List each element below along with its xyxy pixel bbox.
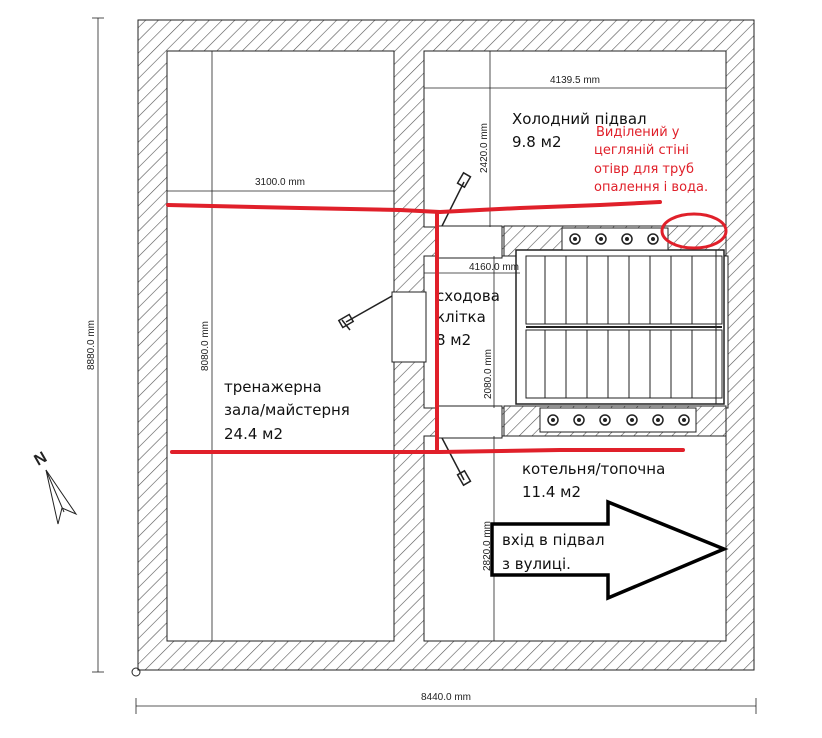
dim-gym-width: 3100.0 mm (255, 177, 305, 188)
room-label-cold-cellar: Холодний підвал (512, 110, 647, 128)
room-area-stairwell: 8 м2 (436, 331, 471, 349)
room-area-gym: 24.4 м2 (224, 425, 283, 443)
room-cold-cellar (423, 50, 727, 228)
dim-overall-width: 8440.0 mm (421, 692, 471, 703)
dim-stair-width: 4160.0 mm (469, 262, 519, 273)
red-markup (166, 200, 685, 454)
room-label-gym-2: зала/майстерня (224, 401, 350, 419)
pipe-opening-note-3: отівр для труб (594, 162, 694, 177)
pipe-opening-note-4: опалення і вода. (594, 180, 708, 195)
door-opening-boiler (437, 405, 503, 439)
pipe-row-bottom (539, 407, 697, 433)
room-label-boiler: котельня/топочна (522, 460, 665, 478)
door-swing-icon (337, 295, 393, 331)
dim-overall-height: 8880.0 mm (86, 320, 97, 370)
door-opening-cold (437, 225, 503, 259)
room-gym (166, 50, 395, 642)
room-area-boiler: 11.4 м2 (522, 483, 581, 501)
staircase (503, 225, 727, 437)
entrance-note-1: вхід в підвал (502, 531, 605, 549)
pipe-opening-highlight (660, 212, 728, 250)
pipe-row-top (561, 227, 669, 251)
origin-marker-icon (131, 667, 141, 677)
entrance-arrow-icon (490, 499, 729, 601)
dim-cold-height: 2420.0 mm (479, 123, 490, 173)
dim-cold-width: 4139.5 mm (550, 75, 600, 86)
room-label-stairwell-1: сходова (436, 287, 500, 305)
door-opening-stair-west (391, 291, 427, 363)
door-swing-icon (441, 437, 472, 487)
dim-stair-height: 2080.0 mm (483, 349, 494, 399)
entrance-note-2: з вулиці. (502, 555, 571, 573)
dim-gym-height: 8080.0 mm (200, 321, 211, 371)
room-label-stairwell-2: клітка (436, 308, 486, 326)
door-swing-icon (441, 171, 472, 227)
room-area-cold-cellar: 9.8 м2 (512, 133, 561, 151)
pipe-opening-note-2: цегляній стіні (594, 143, 689, 158)
north-label: N (32, 449, 51, 470)
dim-boiler-height: 2820.0 mm (482, 521, 493, 571)
pipe-icon (569, 233, 659, 245)
pipe-opening-note-1: Виділений у (596, 125, 680, 140)
pipe-icon (547, 414, 690, 426)
room-label-gym-1: тренажерна (224, 378, 322, 396)
north-arrow-icon (45, 469, 78, 525)
